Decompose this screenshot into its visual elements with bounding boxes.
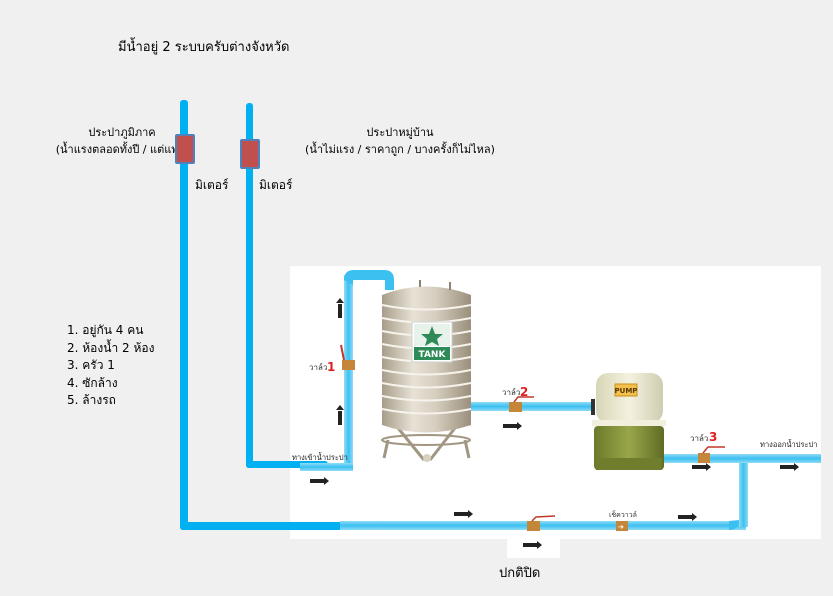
inlet-label: ทางเข้าน้ำประปา — [292, 452, 348, 462]
municipal-water-name: ประปาภูมิภาค — [88, 126, 156, 139]
flow-arrow-right-icon — [692, 463, 711, 471]
municipal-water-meter — [175, 134, 195, 164]
star-icon — [421, 326, 443, 346]
tank-logo: TANK — [411, 321, 453, 363]
valve-3[interactable]: วาล์ว 3 — [690, 430, 725, 463]
bypass-valve[interactable] — [527, 515, 556, 531]
valve-2-number: 2 — [520, 385, 528, 399]
household-item: 3. ครัว 1 — [67, 358, 115, 372]
valve-1-number: 1 — [327, 360, 335, 374]
municipal-meter-label: มิเตอร์ — [195, 178, 229, 192]
village-water-meter — [240, 139, 260, 169]
flow-arrow-up-icon — [336, 405, 344, 425]
village-water-name: ประปาหมู่บ้าน — [366, 126, 434, 139]
flow-arrow-right-icon — [523, 541, 542, 549]
flow-arrow-right-icon — [678, 513, 697, 521]
pump-brand-label: PUMP — [615, 387, 638, 395]
pump-outlet-pipe — [660, 454, 821, 463]
valve-1[interactable]: วาล์ว 1 — [309, 344, 355, 374]
bypass-valve-state-label: ปกติปิด — [499, 566, 541, 581]
flow-arrow-up-icon — [336, 298, 344, 318]
village-water-label: ประปาหมู่บ้าน (น้ำไม่แรง / ราคาถูก / บาง… — [275, 124, 525, 158]
flow-arrow-right-icon — [503, 422, 522, 430]
household-item: 2. ห้องน้ำ 2 ห้อง — [67, 340, 155, 355]
village-supply-pipe — [246, 103, 328, 468]
valve-1-label: วาล์ว — [309, 362, 327, 372]
tank-to-pump-pipe — [466, 402, 592, 411]
household-item: 5. ล้างรถ — [67, 393, 116, 407]
household-list: 1. อยู่กัน 4 คน 2. ห้องน้ำ 2 ห้อง 3. ครั… — [67, 322, 154, 410]
bottom-bypass-pipe — [340, 455, 748, 530]
municipal-water-note: (น้ำแรงตลอดทั้งปี / แต่แพง) — [55, 143, 189, 156]
valve-3-number: 3 — [709, 430, 717, 444]
tank-brand-label: TANK — [419, 350, 447, 360]
check-valve: ➔ เช็ควาวล์ — [609, 510, 637, 531]
outlet-label: ทางออกน้ำประปา — [760, 439, 818, 449]
flow-arrow-right-icon — [780, 463, 799, 471]
valve-2[interactable]: วาล์ว 2 — [502, 385, 534, 412]
plumbing-photo-tab — [507, 539, 560, 558]
household-item: 1. อยู่กัน 4 คน — [67, 323, 144, 337]
valve-2-label: วาล์ว — [502, 387, 520, 397]
municipal-supply-pipe — [180, 100, 355, 530]
municipal-water-label: ประปาภูมิภาค (น้ำแรงตลอดทั้งปี / แต่แพง) — [22, 124, 222, 158]
household-item: 4. ซักล้าง — [67, 375, 118, 390]
valve-3-label: วาล์ว — [690, 433, 708, 443]
village-water-note: (น้ำไม่แรง / ราคาถูก / บางครั้งก็ไม่ไหล) — [305, 143, 495, 156]
flow-arrows — [310, 298, 799, 549]
flow-arrow-right-icon — [454, 510, 473, 518]
water-tank — [381, 280, 472, 462]
flow-arrow-right-icon — [310, 477, 329, 485]
diagram-title: มีน้ำอยู่ 2 ระบบครับต่างจังหวัด — [118, 40, 290, 55]
check-valve-label: เช็ควาวล์ — [609, 510, 637, 519]
water-pump: PUMP — [591, 373, 666, 470]
check-arrow-icon: ➔ — [618, 523, 624, 531]
village-meter-label: มิเตอร์ — [259, 178, 293, 192]
